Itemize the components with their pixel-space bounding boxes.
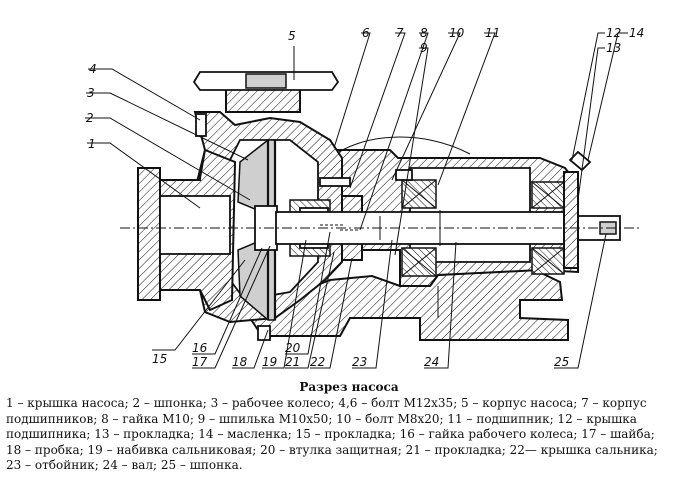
caption-title: Разрез насоса bbox=[299, 380, 399, 394]
caption-legend-text: 1 – крышка насоса; 2 – шпонка; 3 – рабоч… bbox=[6, 396, 658, 473]
callout-20: 20 bbox=[285, 341, 301, 355]
callout-16: 16 bbox=[192, 341, 208, 355]
callout-10: 10 bbox=[449, 26, 465, 40]
impeller bbox=[237, 139, 278, 321]
callout-8: 8 bbox=[420, 26, 428, 40]
callout-2: 2 bbox=[86, 111, 94, 125]
figure-caption: Разрез насоса 1 – крышка насоса; 2 – шпо… bbox=[6, 379, 672, 474]
callout-9: 9 bbox=[420, 41, 428, 55]
bearing-left bbox=[401, 179, 437, 277]
callout-7: 7 bbox=[396, 26, 404, 40]
callout-11: 11 bbox=[485, 26, 500, 40]
callout-6: 6 bbox=[362, 26, 370, 40]
callout-25: 25 bbox=[554, 355, 569, 369]
callout-13: 13 bbox=[606, 41, 621, 55]
callout-21: 21 bbox=[285, 355, 300, 369]
callout-5: 5 bbox=[288, 29, 296, 43]
lubricator bbox=[568, 150, 592, 172]
leader-lines bbox=[85, 32, 628, 369]
pump-cover bbox=[137, 148, 237, 312]
callout-24: 24 bbox=[424, 355, 439, 369]
callout-1: 1 bbox=[88, 137, 96, 151]
callout-23: 23 bbox=[352, 355, 367, 369]
pump-base-frame bbox=[249, 268, 569, 341]
callout-4: 4 bbox=[89, 62, 97, 76]
callout-22: 22 bbox=[310, 355, 325, 369]
pump-section-drawing: 1 2 3 4 5 6 7 8 9 10 11 12 13 14 15 16 1… bbox=[85, 26, 644, 369]
callout-19: 19 bbox=[262, 355, 277, 369]
callout-15: 15 bbox=[152, 352, 167, 366]
bearing-right bbox=[531, 171, 579, 275]
callout-3: 3 bbox=[87, 86, 95, 100]
callout-14: 14 bbox=[629, 26, 644, 40]
bolts bbox=[195, 113, 413, 341]
callout-17: 17 bbox=[192, 355, 208, 369]
callout-18: 18 bbox=[232, 355, 248, 369]
callout-12: 12 bbox=[606, 26, 621, 40]
